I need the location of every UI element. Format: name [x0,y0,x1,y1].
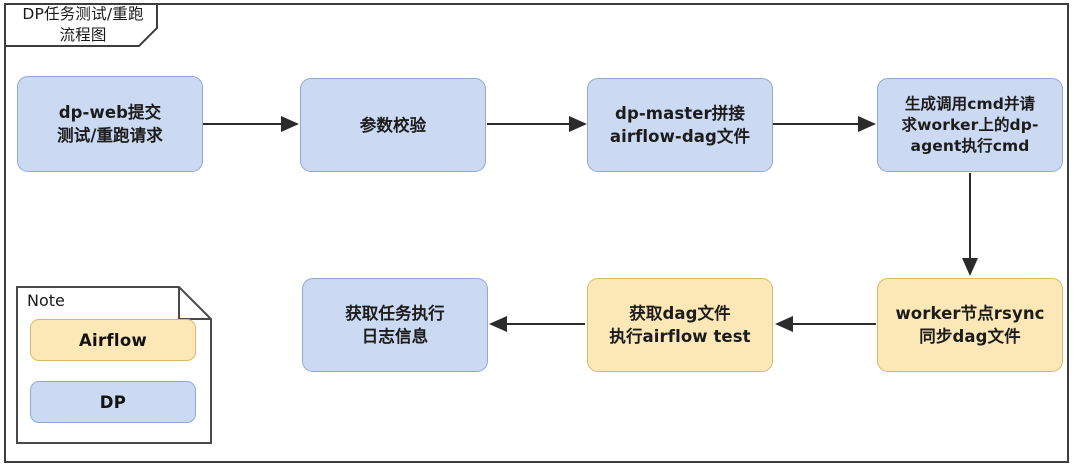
node-dp-web-submit[interactable]: dp-web提交 测试/重跑请求 [17,76,203,172]
node-dp-master-dag[interactable]: dp-master拼接 airflow-dag文件 [587,78,773,172]
node-fetch-logs[interactable]: 获取任务执行 日志信息 [302,278,488,372]
diagram-title: DP任务测试/重跑 流程图 [22,5,144,44]
legend-item-airflow[interactable]: Airflow [30,319,196,361]
node-generate-cmd[interactable]: 生成调用cmd并请 求worker上的dp- agent执行cmd [877,78,1063,172]
legend-note: Note Airflow DP [16,286,212,444]
node-param-validation[interactable]: 参数校验 [300,78,486,172]
node-airflow-test[interactable]: 获取dag文件 执行airflow test [587,278,773,372]
note-title: Note [27,291,65,310]
legend-item-dp[interactable]: DP [30,381,196,423]
node-worker-rsync[interactable]: worker节点rsync 同步dag文件 [877,278,1063,372]
